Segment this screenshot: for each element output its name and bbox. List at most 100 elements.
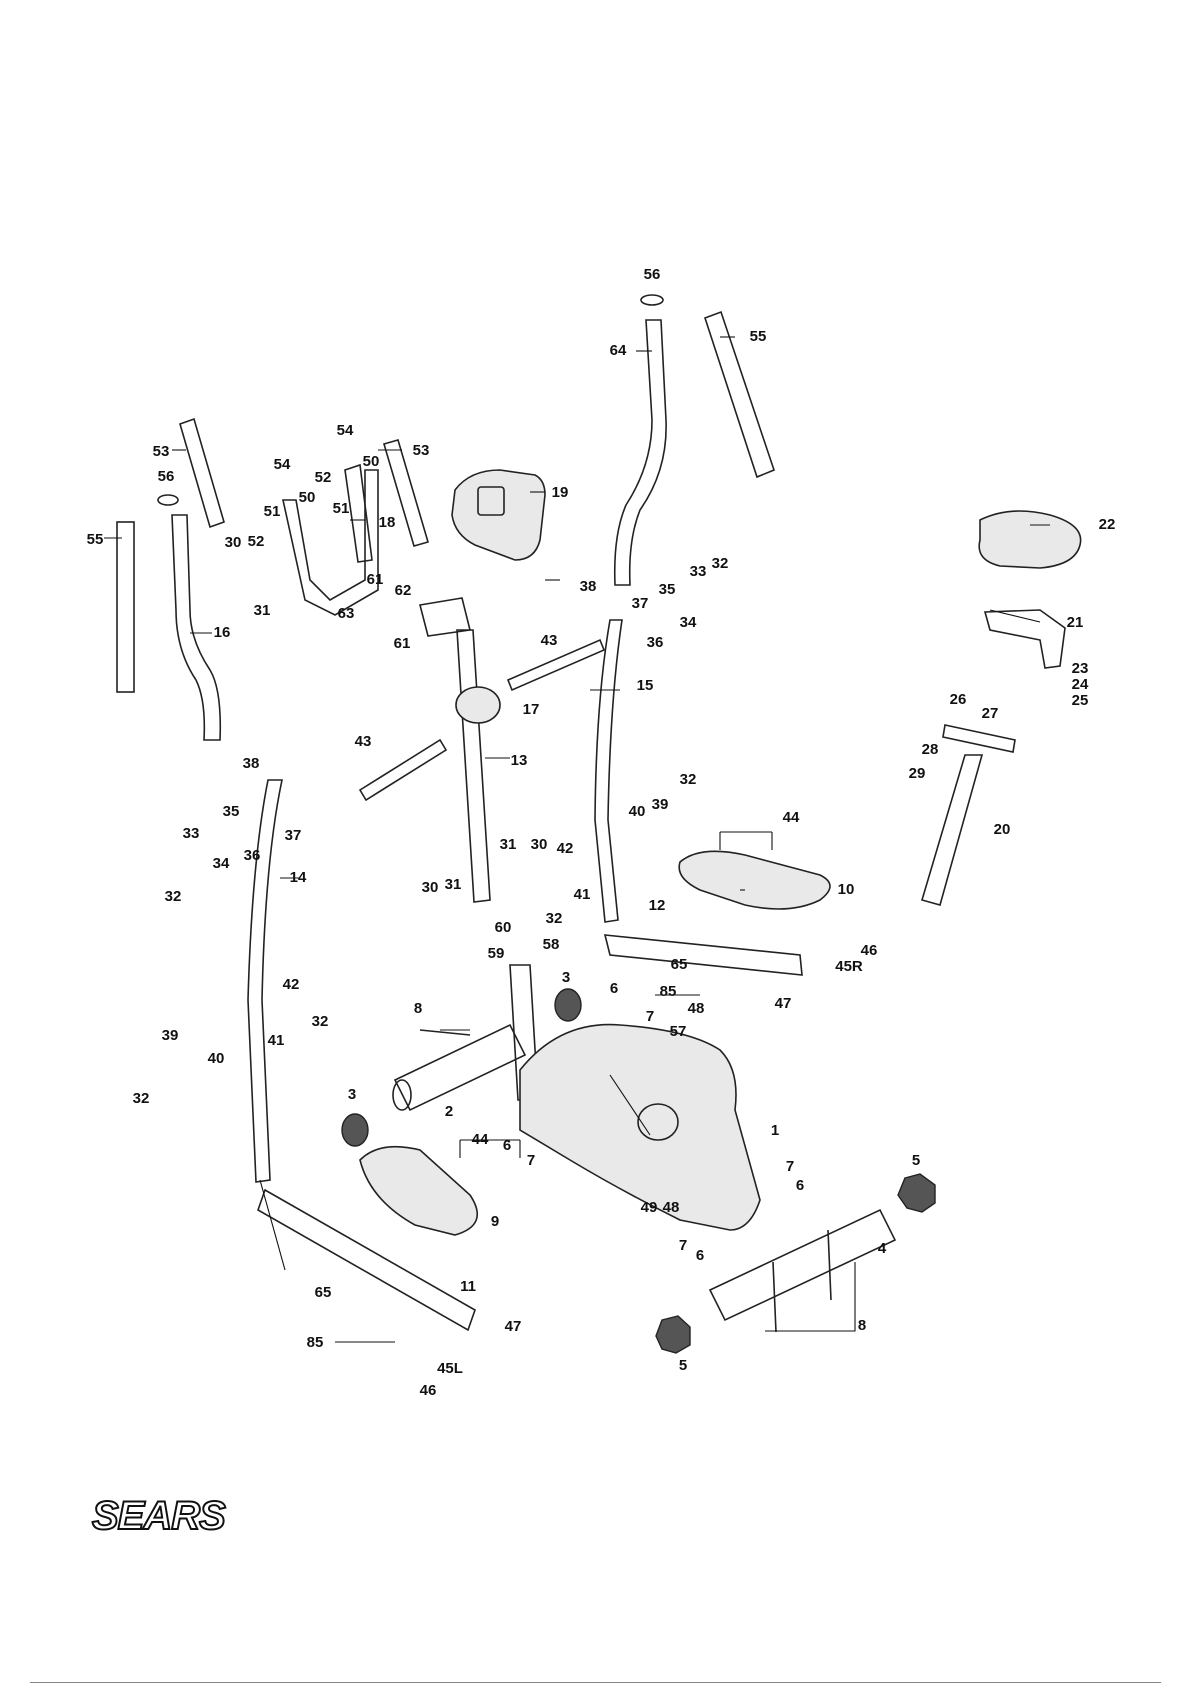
part-56-left-cap: [157, 494, 179, 506]
parts: [116, 294, 1082, 1354]
part-2-rear-stabilizer: [393, 1023, 527, 1112]
part-label-34: 34: [213, 855, 230, 872]
part-label-3: 3: [348, 1086, 356, 1103]
part-label-5: 5: [912, 1152, 920, 1169]
part-9-left-pedal: [359, 1145, 479, 1236]
part-18-pulse-bracket-b: [344, 463, 373, 563]
part-19-console-screen: [477, 486, 505, 516]
part-2-rear-stabilizer-end: [392, 1079, 412, 1111]
part-15-right-arm: [594, 619, 623, 923]
part-label-15: 15: [637, 677, 654, 694]
part-label-36: 36: [647, 634, 664, 651]
part-label-43: 43: [355, 733, 372, 750]
part-label-9: 9: [491, 1213, 499, 1230]
part-27-slide-rail: [942, 724, 1016, 753]
part-label-46: 46: [420, 1382, 437, 1399]
part-56-top-cap: [640, 294, 664, 306]
part-label-38: 38: [580, 578, 597, 595]
part-label-16: 16: [214, 624, 231, 641]
part-14-left-arm: [247, 779, 283, 1183]
part-label-61: 61: [394, 635, 411, 652]
part-53-foam-a: [179, 417, 225, 529]
part-label-17: 17: [523, 701, 540, 718]
part-label-6: 6: [610, 980, 618, 997]
part-label-54: 54: [337, 422, 354, 439]
part-label-28: 28: [922, 741, 939, 758]
part-11-left-rail: [257, 1188, 476, 1332]
part-5-cap-right: [897, 1173, 936, 1213]
part-label-59: 59: [488, 945, 505, 962]
part-label-53: 53: [153, 443, 170, 460]
part-55-right-foam: [704, 310, 775, 479]
part-label-10: 10: [838, 881, 855, 898]
part-label-31: 31: [254, 602, 271, 619]
part-49-crank-disc: [637, 1103, 679, 1141]
part-label-45L: 45L: [437, 1360, 463, 1377]
part-43-axle-lower: [358, 738, 448, 802]
part-label-50: 50: [299, 489, 316, 506]
part-label-6: 6: [503, 1137, 511, 1154]
part-64-right-handlebar: [613, 319, 667, 586]
part-53-foam-b: [383, 439, 429, 547]
part-label-41: 41: [574, 886, 591, 903]
part-label-30: 30: [422, 879, 439, 896]
part-label-53: 53: [413, 442, 430, 459]
part-label-20: 20: [994, 821, 1011, 838]
part-label-48: 48: [663, 1199, 680, 1216]
part-label-29: 29: [909, 765, 926, 782]
part-label-52: 52: [315, 469, 332, 486]
part-label-48: 48: [688, 1000, 705, 1017]
part-4-front-stabilizer: [708, 1208, 897, 1322]
part-label-32: 32: [546, 910, 563, 927]
part-label-33: 33: [183, 825, 200, 842]
part-label-57: 57: [670, 1023, 687, 1040]
part-label-8: 8: [414, 1000, 422, 1017]
part-label-34: 34: [680, 614, 697, 631]
part-label-31: 31: [445, 876, 462, 893]
part-label-4: 4: [878, 1240, 887, 1257]
part-label-51: 51: [264, 503, 281, 520]
part-label-56: 56: [158, 468, 175, 485]
part-label-65: 65: [315, 1284, 332, 1301]
part-1-main-frame: [519, 1023, 761, 1231]
part-label-37: 37: [285, 827, 302, 844]
part-label-11: 11: [460, 1278, 476, 1295]
part-label-61: 61: [367, 571, 384, 588]
part-label-63: 63: [338, 605, 355, 622]
part-label-7: 7: [786, 1158, 794, 1175]
part-label-30: 30: [531, 836, 548, 853]
part-label-8: 8: [858, 1317, 866, 1334]
part-label-85: 85: [307, 1334, 324, 1351]
part-label-26: 26: [950, 691, 967, 708]
part-label-23: 23: [1072, 660, 1089, 677]
part-18-pulse-bracket: [282, 469, 379, 616]
part-label-33: 33: [690, 563, 707, 580]
part-label-25: 25: [1072, 692, 1089, 709]
part-16-left-handlebar: [171, 514, 222, 741]
part-21-seat-bracket: [983, 609, 1066, 669]
part-label-37: 37: [632, 595, 649, 612]
part-label-32: 32: [133, 1090, 150, 1107]
part-label-32: 32: [165, 888, 182, 905]
part-label-2: 2: [445, 1103, 453, 1120]
part-label-45R: 45R: [835, 958, 863, 975]
part-label-35: 35: [659, 581, 676, 598]
part-10-right-pedal: [678, 850, 831, 910]
part-3-end-cap-upper: [554, 988, 582, 1022]
part-label-6: 6: [796, 1177, 804, 1194]
part-label-64: 64: [610, 342, 627, 359]
part-label-58: 58: [543, 936, 560, 953]
part-label-32: 32: [680, 771, 697, 788]
part-13-main-post: [456, 629, 491, 903]
part-label-19: 19: [552, 484, 569, 501]
part-43-axle-upper: [506, 638, 606, 692]
part-label-47: 47: [775, 995, 792, 1012]
part-label-46: 46: [861, 942, 878, 959]
part-label-22: 22: [1099, 516, 1116, 533]
part-label-44: 44: [783, 809, 800, 826]
part-label-36: 36: [244, 847, 261, 864]
part-label-18: 18: [379, 514, 396, 531]
part-label-39: 39: [162, 1027, 179, 1044]
part-62-console-plate: [419, 597, 471, 637]
